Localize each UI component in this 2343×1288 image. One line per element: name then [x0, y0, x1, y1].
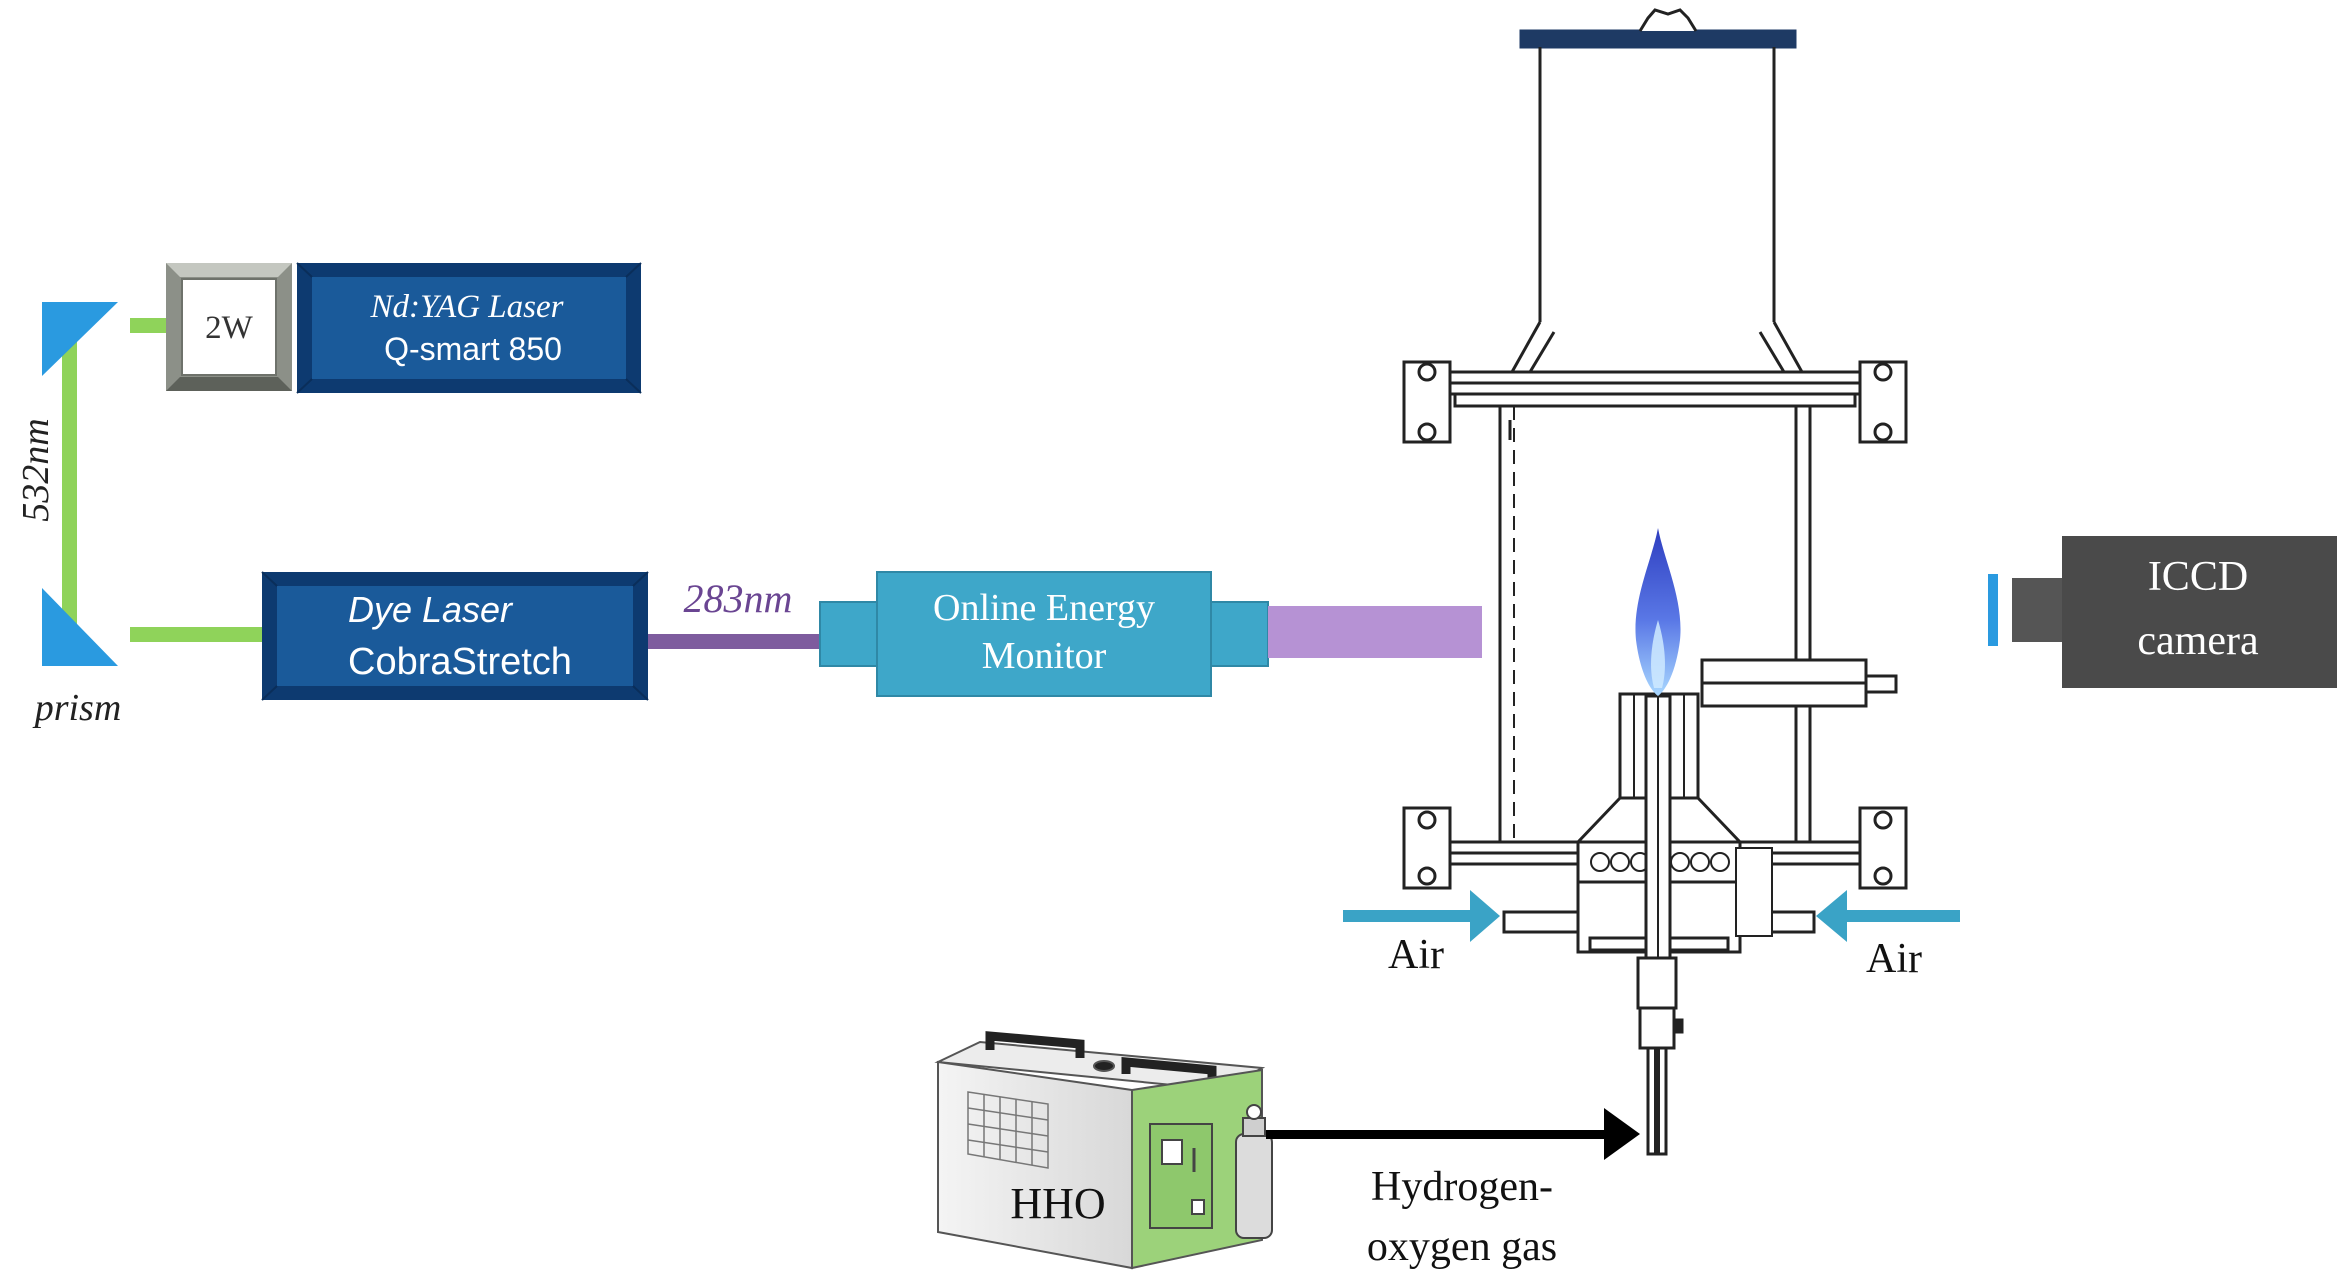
gas-label-line-2: oxygen gas: [1367, 1224, 1557, 1270]
prism-label: prism: [32, 687, 122, 729]
dye-laser-model: CobraStretch: [348, 641, 572, 683]
air-inlet-left-arrow: [1343, 890, 1500, 942]
wavelength-532-label: 532nm: [15, 418, 57, 521]
prism-top-icon: [42, 302, 118, 376]
gas-supply-arrow: [1266, 1108, 1640, 1160]
ndyag-title: Nd:YAG Laser: [370, 289, 564, 325]
harmonic-module-2w: 2W: [166, 263, 292, 391]
iccd-camera: ICCD camera: [1988, 536, 2337, 688]
monitor-line-1: Online Energy: [933, 587, 1155, 629]
flame-icon: [1635, 528, 1681, 696]
air-right-label: Air: [1866, 936, 1922, 982]
wavelength-283-label: 283nm: [684, 576, 793, 621]
uv-beam-283nm: [648, 634, 823, 649]
doubler-label: 2W: [205, 310, 254, 346]
online-energy-monitor: Online Energy Monitor: [819, 571, 1269, 697]
prism-bottom-icon: [42, 588, 118, 666]
laser-sheet-beam: [1268, 606, 1482, 658]
dye-laser: Dye Laser CobraStretch: [261, 571, 649, 701]
hho-label: HHO: [1010, 1179, 1105, 1228]
ndyag-laser: Nd:YAG Laser Q-smart 850: [296, 262, 642, 394]
gas-label-line-1: Hydrogen-: [1371, 1164, 1553, 1210]
camera-line-1: ICCD: [2148, 554, 2248, 600]
air-inlet-right-arrow: [1816, 890, 1960, 942]
dye-laser-title: Dye Laser: [348, 589, 514, 630]
green-beam-532nm: [62, 318, 265, 644]
hho-generator: [934, 1031, 1273, 1270]
monitor-line-2: Monitor: [982, 635, 1107, 677]
combustion-chamber: [1402, 8, 1908, 1156]
air-left-label: Air: [1388, 932, 1444, 978]
camera-line-2: camera: [2137, 618, 2259, 664]
ndyag-model: Q-smart 850: [384, 331, 562, 367]
